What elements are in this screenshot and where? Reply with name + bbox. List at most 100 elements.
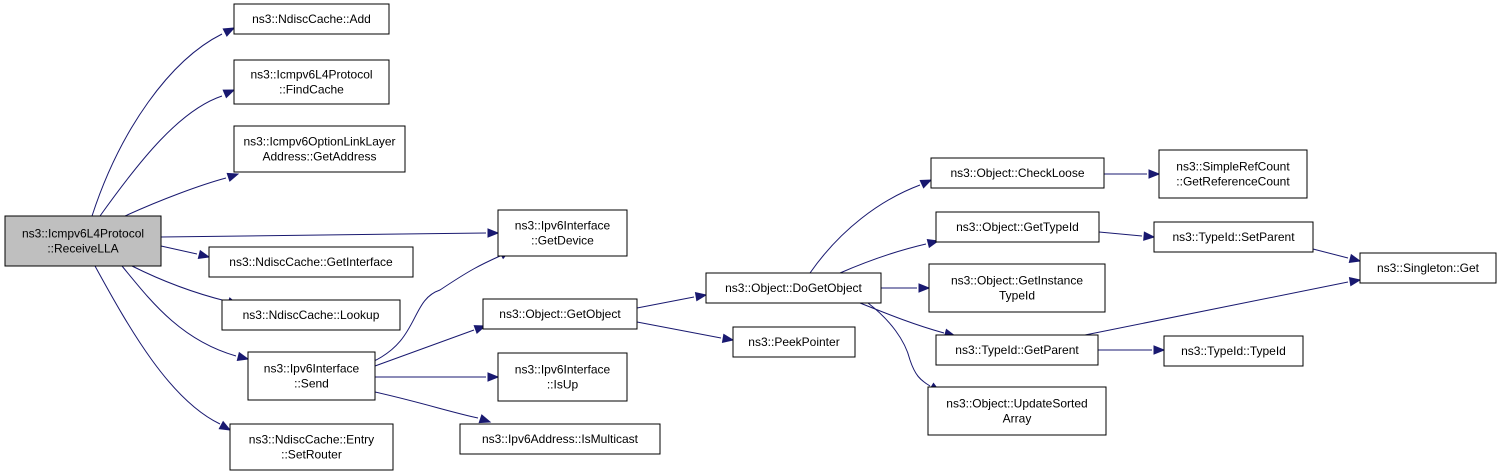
node-getobject[interactable]: ns3::Object::GetObject	[482, 298, 638, 330]
node-label-line: ::Send	[294, 377, 329, 391]
node-label-line: ns3::Object::GetObject	[499, 307, 621, 321]
edge-ipv6if-send-to-isup	[375, 372, 500, 382]
node-box[interactable]	[732, 326, 856, 358]
arrow-head-icon	[918, 283, 931, 293]
node-getparent[interactable]: ns3::TypeId::GetParent	[935, 334, 1099, 366]
node-label-line: ::FindCache	[279, 83, 344, 97]
node-box[interactable]	[482, 298, 638, 330]
node-label-line: ns3::Icmpv6OptionLinkLayer	[243, 135, 395, 149]
node-label-line: ns3::Ipv6Address::IsMulticast	[482, 432, 639, 446]
arrow-head-icon	[1348, 253, 1362, 264]
node-box[interactable]	[497, 352, 628, 402]
node-checkloose[interactable]: ns3::Object::CheckLoose	[930, 157, 1105, 189]
edge-ipv6if-send-to-getobject	[374, 325, 487, 367]
node-box[interactable]	[208, 246, 414, 278]
node-box[interactable]	[233, 3, 390, 35]
edge-receivella-to-ndisccache-add	[91, 27, 236, 217]
node-box[interactable]	[935, 211, 1100, 243]
node-lookup[interactable]: ns3::NdiscCache::Lookup	[221, 299, 401, 331]
node-label-line: ::GetDevice	[531, 234, 594, 248]
arrow-head-icon	[487, 228, 500, 238]
edge-getobject-to-dogetobject	[636, 292, 708, 309]
arrow-head-icon	[1348, 277, 1362, 287]
node-box[interactable]	[221, 299, 401, 331]
node-isup[interactable]: ns3::Ipv6Interface::IsUp	[497, 352, 628, 402]
edge-getparent-to-typeid	[1098, 345, 1166, 355]
node-findcache[interactable]: ns3::Icmpv6L4Protocol::FindCache	[233, 59, 390, 105]
node-peekpointer[interactable]: ns3::PeekPointer	[732, 326, 856, 358]
edge-dogetobject-to-gettypeid	[839, 238, 940, 274]
node-typeid[interactable]: ns3::TypeId::TypeId	[1163, 335, 1304, 367]
node-label-line: ns3::Icmpv6L4Protocol	[22, 227, 144, 241]
arrow-head-icon	[1148, 169, 1161, 179]
edge-line	[1084, 281, 1349, 336]
edge-line	[160, 232, 487, 238]
node-box[interactable]	[247, 351, 376, 401]
node-box[interactable]	[928, 263, 1106, 313]
node-label-line: ns3::Object::UpdateSorted	[946, 397, 1087, 411]
node-label-line: ns3::NdiscCache::Add	[252, 12, 371, 26]
node-setparent[interactable]: ns3::TypeId::SetParent	[1153, 221, 1314, 253]
node-box[interactable]	[935, 334, 1099, 366]
edge-receivella-to-getaddress	[124, 172, 240, 217]
node-label-line: Address::GetAddress	[262, 150, 376, 164]
edge-line	[1098, 231, 1143, 237]
arrow-head-icon	[919, 179, 933, 189]
node-box[interactable]	[233, 59, 390, 105]
node-label-line: ::IsUp	[547, 378, 579, 392]
node-label-line: ns3::Ipv6Interface	[515, 219, 611, 233]
edge-line	[867, 302, 931, 387]
node-box[interactable]	[233, 125, 406, 173]
arrow-head-icon	[926, 238, 940, 249]
edge-dogetobject-to-checkloose	[809, 179, 933, 274]
edge-line	[121, 265, 237, 357]
edge-receivella-to-findcache	[99, 89, 236, 217]
arrow-head-icon	[222, 89, 236, 99]
node-box[interactable]	[1158, 149, 1308, 199]
node-box[interactable]	[4, 215, 162, 267]
edge-line	[839, 243, 927, 274]
arrow-head-icon	[222, 27, 236, 37]
node-label-line: ns3::TypeId::TypeId	[1181, 344, 1286, 358]
node-label-line: ns3::NdiscCache::Entry	[249, 433, 374, 447]
node-box[interactable]	[459, 423, 661, 455]
node-getreferencecount[interactable]: ns3::SimpleRefCount::GetReferenceCount	[1158, 149, 1308, 199]
node-getdevice[interactable]: ns3::Ipv6Interface::GetDevice	[497, 209, 628, 257]
node-ndisccache-add[interactable]: ns3::NdiscCache::Add	[233, 3, 390, 35]
node-box[interactable]	[1359, 252, 1497, 284]
node-box[interactable]	[497, 209, 628, 257]
edge-line	[99, 95, 223, 217]
arrow-head-icon	[478, 414, 492, 424]
edge-line	[809, 184, 921, 274]
node-setrouter[interactable]: ns3::NdiscCache::Entry::SetRouter	[229, 423, 394, 471]
node-box[interactable]	[705, 272, 882, 304]
node-ipv6if-send[interactable]: ns3::Ipv6Interface::Send	[247, 351, 376, 401]
node-label-line: ns3::PeekPointer	[748, 335, 839, 349]
arrow-head-icon	[1153, 345, 1166, 355]
node-receivella[interactable]: ns3::Icmpv6L4Protocol::ReceiveLLA	[4, 215, 162, 267]
node-label-line: ns3::Object::DoGetObject	[725, 281, 862, 295]
node-label-line: Array	[1003, 412, 1032, 426]
edge-setparent-to-singleton-get	[1312, 248, 1362, 264]
node-label-line: ns3::Icmpv6L4Protocol	[250, 68, 372, 82]
node-getinterface[interactable]: ns3::NdiscCache::GetInterface	[208, 246, 414, 278]
edge-dogetobject-to-updatesortedarray	[867, 302, 942, 393]
node-box[interactable]	[927, 386, 1107, 436]
node-box[interactable]	[1163, 335, 1304, 367]
node-box[interactable]	[930, 157, 1105, 189]
node-gettypeid[interactable]: ns3::Object::GetTypeId	[935, 211, 1100, 243]
node-box[interactable]	[1153, 221, 1314, 253]
node-singleton-get[interactable]: ns3::Singleton::Get	[1359, 252, 1497, 284]
edge-line	[124, 177, 227, 217]
node-box[interactable]	[229, 423, 394, 471]
node-label-line: ns3::TypeId::SetParent	[1172, 230, 1295, 244]
node-getaddress[interactable]: ns3::Icmpv6OptionLinkLayerAddress::GetAd…	[233, 125, 406, 173]
node-label-line: ns3::TypeId::GetParent	[955, 343, 1079, 357]
edge-line	[636, 296, 695, 309]
node-dogetobject[interactable]: ns3::Object::DoGetObject	[705, 272, 882, 304]
node-ismulticast[interactable]: ns3::Ipv6Address::IsMulticast	[459, 423, 661, 455]
edge-checkloose-to-getreferencecount	[1104, 169, 1161, 179]
